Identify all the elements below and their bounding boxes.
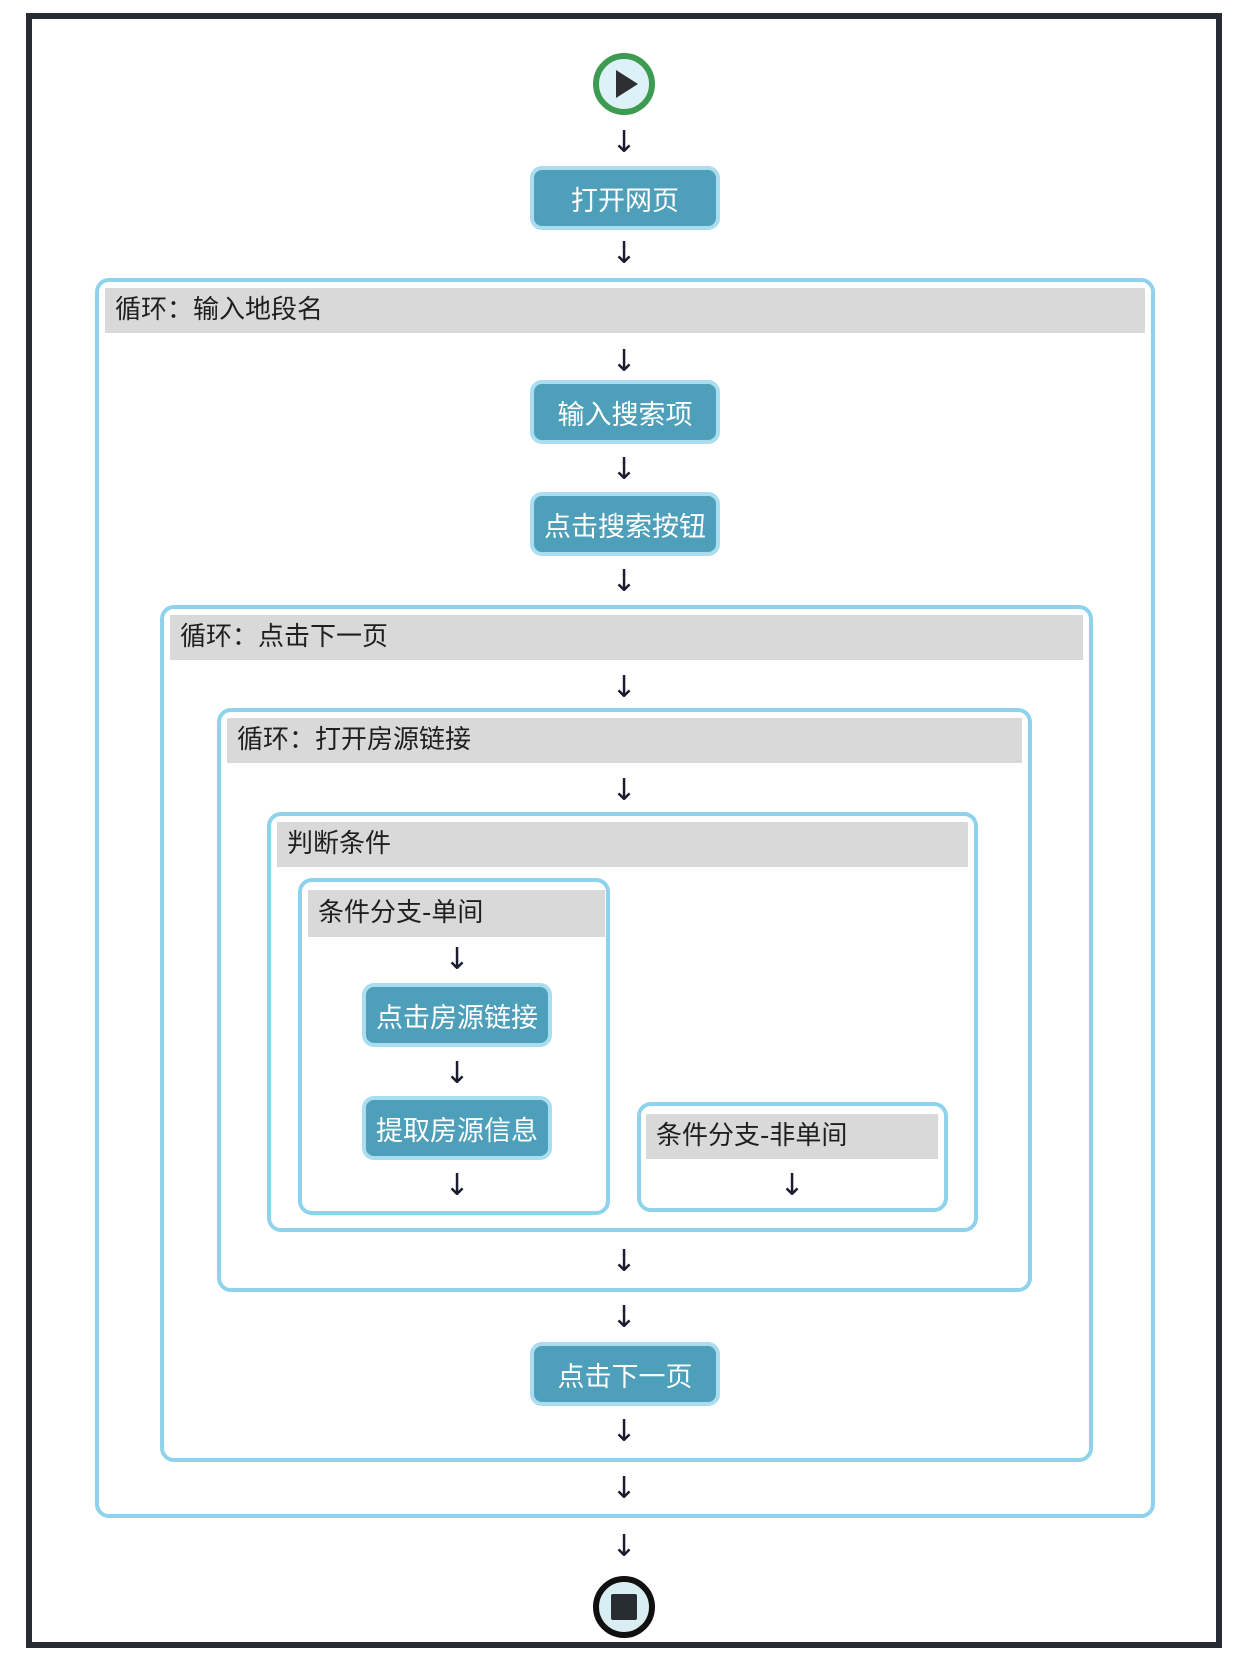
end-node[interactable] (593, 1576, 655, 1638)
step-input-search[interactable]: 输入搜索项 (530, 380, 720, 444)
flow-arrow-icon: ↓ (779, 1168, 805, 1203)
step-extract-listing-info[interactable]: 提取房源信息 (362, 1096, 552, 1160)
flow-arrow-icon: ↓ (611, 236, 637, 271)
step-click-listing-link[interactable]: 点击房源链接 (362, 983, 552, 1047)
step-open-page[interactable]: 打开网页 (530, 166, 720, 230)
step-click-search-button[interactable]: 点击搜索按钮 (530, 492, 720, 556)
condition-block-header[interactable]: 判断条件 (277, 822, 968, 867)
flow-arrow-icon: ↓ (611, 125, 637, 160)
flow-arrow-icon: ↓ (611, 1471, 637, 1506)
flow-arrow-icon: ↓ (611, 773, 637, 808)
loop-click-next-page-header[interactable]: 循环：点击下一页 (170, 615, 1083, 660)
flow-arrow-icon: ↓ (444, 942, 470, 977)
loop-open-listing-header[interactable]: 循环：打开房源链接 (227, 718, 1022, 763)
step-click-next-page[interactable]: 点击下一页 (530, 1342, 720, 1406)
start-play-icon (616, 70, 638, 98)
flow-arrow-icon: ↓ (611, 452, 637, 487)
flow-arrow-icon: ↓ (611, 1244, 637, 1279)
end-stop-icon (611, 1594, 637, 1620)
flow-arrow-icon: ↓ (611, 670, 637, 705)
flow-arrow-icon: ↓ (611, 344, 637, 379)
start-node[interactable] (593, 53, 655, 115)
flow-arrow-icon: ↓ (611, 1300, 637, 1335)
branch-single-room-header[interactable]: 条件分支-单间 (308, 890, 605, 937)
flow-arrow-icon: ↓ (444, 1168, 470, 1203)
flow-arrow-icon: ↓ (611, 564, 637, 599)
loop-input-district-header[interactable]: 循环：输入地段名 (105, 288, 1145, 333)
flow-arrow-icon: ↓ (444, 1056, 470, 1091)
flow-arrow-icon: ↓ (611, 1414, 637, 1449)
screenshot-frame (26, 13, 1222, 1648)
branch-not-single-room-header[interactable]: 条件分支-非单间 (646, 1114, 938, 1159)
flow-arrow-icon: ↓ (611, 1529, 637, 1564)
